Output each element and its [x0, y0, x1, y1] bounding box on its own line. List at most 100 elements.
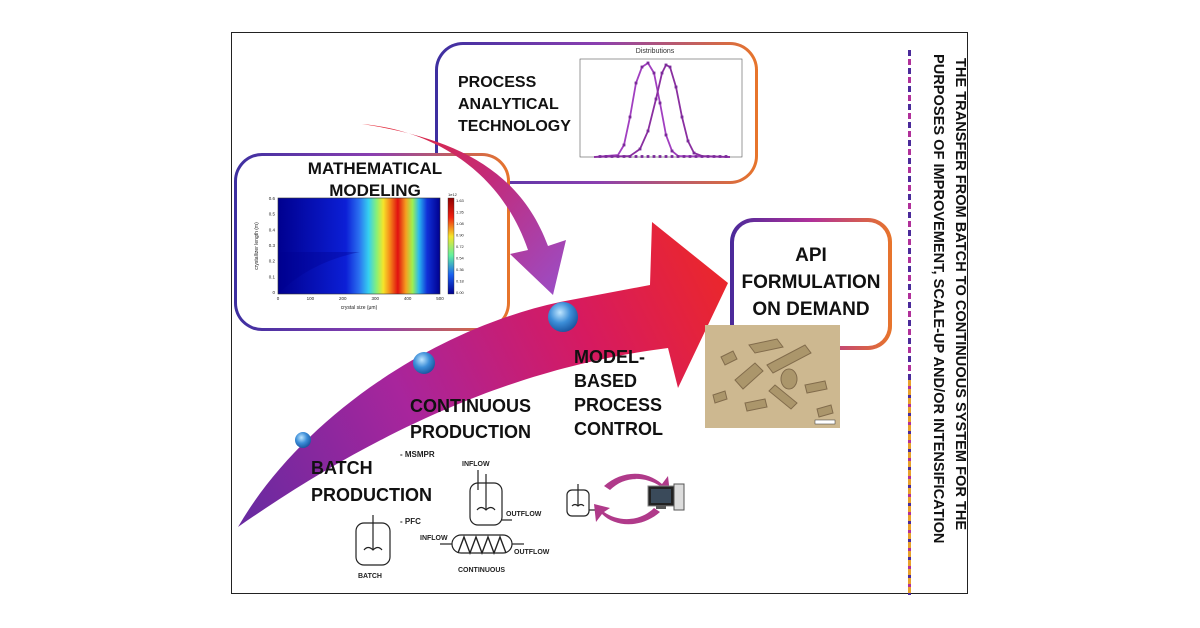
pat-data-marker	[646, 61, 650, 65]
pat-data-marker	[706, 155, 710, 158]
pat-data-marker	[638, 147, 642, 151]
pat-data-marker	[634, 155, 638, 158]
pfc-label: - PFC	[400, 517, 421, 526]
heatmap-y-tick-label: 0	[272, 290, 275, 295]
inflow-top-label: INFLOW	[462, 461, 490, 468]
batch-sketch-label: BATCH	[358, 573, 382, 580]
pat-data-marker	[676, 155, 680, 158]
pat-data-marker	[616, 155, 620, 158]
pat-data-marker	[670, 149, 674, 153]
pat-data-marker	[664, 133, 668, 137]
heatmap-x-tick-label: 100	[307, 296, 315, 301]
big-flow-arrow	[238, 222, 728, 527]
colorbar-tick-label: 0.18	[456, 279, 465, 284]
pat-data-marker	[668, 65, 672, 69]
pat-data-marker	[652, 71, 656, 75]
pat-data-marker	[622, 155, 626, 158]
modeling-heatmap: 1e12 1.63 1.26 1.08 0.90 0.72 0.54 0.36 0.18 0.0…	[254, 192, 465, 311]
colorbar-tick-label: 0.72	[456, 244, 465, 249]
pat-curve-right	[593, 63, 731, 158]
pat-data-marker	[640, 155, 644, 158]
colorbar-tick-label: 1.63	[456, 198, 465, 203]
heatmap-y-tick-label: 0.6	[269, 196, 276, 201]
colorbar-tick-label: 1.08	[456, 221, 465, 226]
pat-data-marker	[660, 71, 664, 75]
msmpr-label: - MSMPR	[400, 450, 435, 459]
pat-data-marker	[682, 155, 686, 158]
pat-data-marker	[718, 155, 722, 158]
pat-data-marker	[598, 155, 602, 158]
batch-stage-dot	[295, 432, 311, 448]
continuous-sketch-label: CONTINUOUS	[458, 567, 505, 574]
pat-data-marker	[628, 115, 632, 119]
crystal-micrograph	[705, 325, 840, 428]
inflow-pfc-label: INFLOW	[420, 535, 448, 542]
heatmap-x-tick-label: 0	[277, 296, 280, 301]
pat-data-marker	[646, 155, 650, 158]
pat-feedback-arrow	[362, 124, 566, 295]
pat-data-marker	[610, 155, 614, 158]
model-control-stage-dot	[548, 302, 578, 332]
pat-data-marker	[664, 63, 668, 67]
colorbar-tick-label: 0.36	[456, 267, 465, 272]
pat-data-marker	[692, 151, 696, 155]
vertical-caption-line-2: PURPOSES OF IMPROVEMENT, SCALE-UP AND/OR…	[930, 54, 946, 544]
continuous-stage-dot	[413, 352, 435, 374]
pat-data-marker	[658, 101, 662, 105]
heatmap-y-tick-label: 0.4	[269, 227, 276, 232]
pat-data-markers	[598, 61, 728, 158]
vertical-dashed-line	[908, 50, 911, 595]
pat-data-marker	[640, 65, 644, 69]
heatmap-x-tick-label: 500	[436, 296, 444, 301]
heatmap-x-tick-label: 400	[404, 296, 412, 301]
colorbar-tick-label: 0.00	[456, 290, 465, 295]
colorbar-exponent: 1e12	[448, 192, 458, 197]
pat-data-marker	[700, 155, 704, 158]
vertical-caption-line-1: THE TRANSFER FROM BATCH TO CONTINUOUS SY…	[952, 58, 968, 531]
pat-data-marker	[724, 155, 728, 158]
pat-distribution-chart: Distributions	[579, 48, 743, 158]
control-loop-arrow-top	[604, 473, 670, 494]
heatmap-y-ticks: 0.6 0.5 0.4 0.3 0.2 0.1 0	[269, 196, 276, 295]
colorbar-tick-label: 0.90	[456, 233, 465, 238]
heatmap-ylabel: crystallizer length (m)	[254, 222, 260, 270]
computer-icon	[647, 483, 685, 511]
pat-data-marker	[686, 139, 690, 143]
outflow-pfc-label: OUTFLOW	[514, 549, 550, 556]
pat-data-marker	[658, 155, 662, 158]
colorbar-tick-label: 0.54	[456, 256, 465, 261]
pat-data-marker	[680, 115, 684, 119]
pat-data-marker	[712, 155, 716, 158]
pat-data-marker	[646, 129, 650, 133]
heatmap-x-tick-label: 300	[371, 296, 379, 301]
pat-data-marker	[604, 155, 608, 158]
colorbar-tick-label: 1.26	[456, 210, 465, 215]
pat-data-marker	[634, 81, 638, 85]
pat-data-marker	[674, 85, 678, 89]
pat-data-marker	[654, 97, 658, 101]
heatmap-y-tick-label: 0.3	[269, 243, 276, 248]
colorbar-ticks: 1.63 1.26 1.08 0.90 0.72 0.54 0.36 0.18 0.00	[456, 198, 465, 295]
heatmap-xlabel: crystal size (μm)	[341, 305, 378, 311]
pat-data-marker	[670, 155, 674, 158]
pat-data-marker	[652, 155, 656, 158]
pat-data-marker	[694, 155, 698, 158]
heatmap-y-tick-label: 0.1	[269, 274, 276, 279]
heatmap-y-tick-label: 0.5	[269, 212, 276, 217]
vertical-dashed-line-tint	[908, 380, 911, 595]
pat-data-marker	[622, 143, 626, 147]
pat-data-marker	[664, 155, 668, 158]
control-loop-arrow-bottom	[594, 504, 660, 525]
pat-data-marker	[688, 155, 692, 158]
heatmap-y-tick-label: 0.2	[269, 259, 276, 264]
pat-chart-title: Distributions	[636, 48, 675, 55]
